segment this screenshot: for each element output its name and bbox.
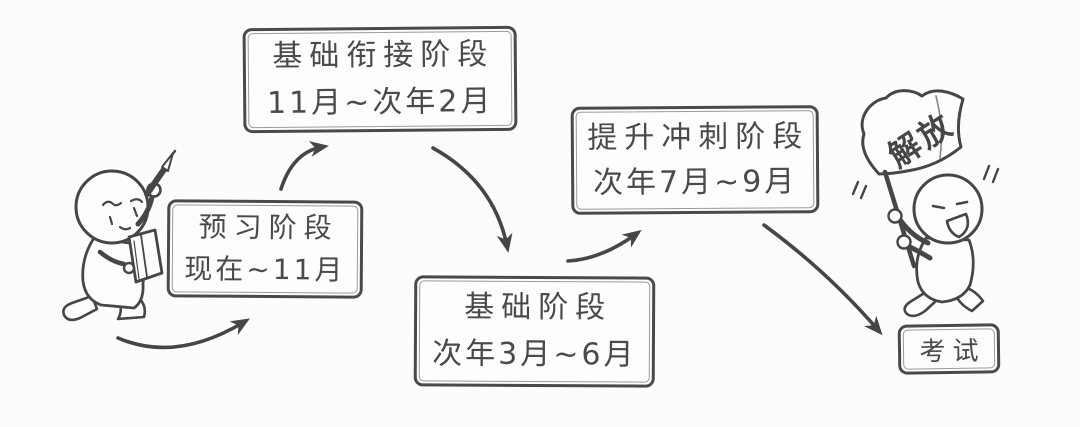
arrow-start-swoosh: [116, 318, 250, 350]
front-arm: [97, 249, 127, 267]
stage-title: 提升冲刺阶段: [587, 119, 810, 156]
arrow-bridging-to-foundation: [431, 146, 513, 253]
hand-on-notebook: [122, 261, 136, 275]
lower-arm: [907, 244, 933, 261]
stage-title: 基础阶段: [464, 289, 613, 326]
pencil-icon: [144, 149, 177, 197]
stage-title: 预习阶段: [198, 210, 339, 245]
stage-box-foundation: 基础阶段 次年3月~6月: [413, 275, 656, 388]
top-hand: [887, 208, 903, 224]
head: [912, 173, 984, 245]
stage-period: 次年7月~9月: [592, 164, 798, 201]
stage-box-bridging: 基础衔接阶段 11月~次年2月: [242, 25, 518, 134]
stage-title: 基础衔接阶段: [272, 37, 495, 74]
celebrating-student-figure: 解放: [851, 89, 1000, 318]
head: [74, 169, 150, 245]
open-mouth: [945, 212, 970, 239]
liberation-flag: 解放: [860, 89, 965, 176]
motion-marks: [851, 164, 1000, 200]
worried-face: [101, 198, 144, 231]
bottom-hand: [896, 234, 912, 250]
stage-title: 考试: [919, 335, 986, 367]
notebook-icon: [127, 228, 164, 284]
stage-box-preview: 预习阶段 现在~11月: [166, 199, 364, 299]
flow-arrows: [116, 141, 883, 350]
stage-box-exam: 考试: [897, 323, 1001, 375]
arrow-foundation-to-sprint: [566, 229, 642, 263]
back-shoe: [62, 294, 99, 322]
stage-period: 11月~次年2月: [266, 83, 494, 121]
stage-period: 次年3月~6月: [432, 335, 637, 373]
arrow-sprint-to-exam: [762, 223, 883, 336]
arrow-preview-to-bridging: [279, 141, 329, 191]
flag-fold-line: [935, 95, 943, 159]
stage-period: 现在~11月: [184, 252, 346, 287]
body: [915, 236, 975, 304]
running-student-figure: [62, 149, 177, 322]
raised-arm: [135, 194, 155, 227]
stage-box-sprint: 提升冲刺阶段 次年7月~9月: [570, 105, 820, 215]
happy-face: [931, 200, 970, 239]
